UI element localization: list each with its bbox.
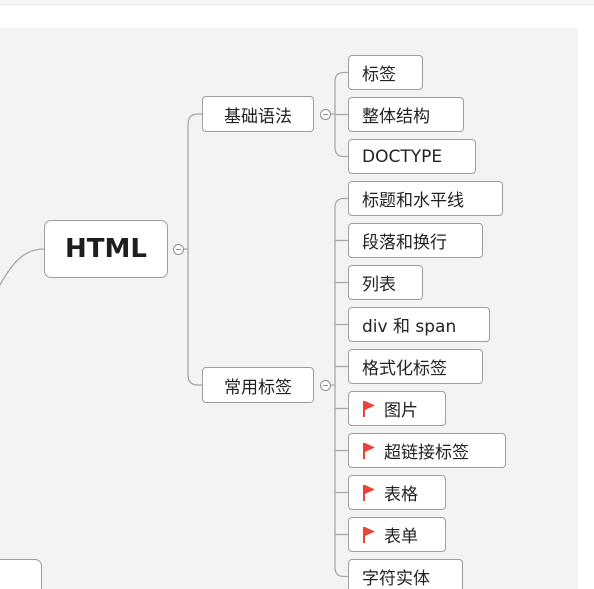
leaf-label: 列表 <box>362 275 396 295</box>
partial-offscreen-node[interactable] <box>0 559 42 589</box>
leaf-label: DOCTYPE <box>362 146 443 167</box>
leaf-node[interactable]: 表单 <box>348 517 446 552</box>
top-toolbar-strip <box>0 0 594 5</box>
root-node-html[interactable]: HTML <box>44 220 168 278</box>
leaf-node[interactable]: 字符实体 <box>348 559 463 589</box>
leaf-node[interactable]: 图片 <box>348 391 446 426</box>
leaf-node[interactable]: 格式化标签 <box>348 349 483 384</box>
connector-line <box>334 197 348 208</box>
leaf-node[interactable]: 列表 <box>348 265 423 300</box>
flag-icon <box>363 526 375 543</box>
leaf-label: 标签 <box>362 65 396 85</box>
leaf-label: div 和 span <box>362 317 457 337</box>
leaf-node[interactable]: 段落和换行 <box>348 223 483 258</box>
right-gutter <box>578 28 594 589</box>
flag-icon <box>363 400 375 417</box>
leaf-label: 图片 <box>384 401 418 421</box>
flag-icon <box>363 484 375 501</box>
branch-node[interactable]: 常用标签 <box>202 367 314 403</box>
branch-collapse-toggle[interactable] <box>319 108 331 120</box>
connector-line <box>334 71 348 82</box>
flag-icon <box>363 442 375 459</box>
leaf-label: 表单 <box>384 527 418 547</box>
leaf-label: 段落和换行 <box>362 233 447 253</box>
leaf-label: 整体结构 <box>362 107 430 127</box>
leaf-node[interactable]: div 和 span <box>348 307 490 342</box>
connector-line <box>0 248 45 287</box>
leaf-node[interactable]: 整体结构 <box>348 97 464 132</box>
connector-line <box>334 567 348 578</box>
leaf-label: 字符实体 <box>362 569 430 589</box>
branch-collapse-toggle[interactable] <box>319 379 331 391</box>
leaf-node[interactable]: 标题和水平线 <box>348 181 503 216</box>
leaf-label: 标题和水平线 <box>362 191 464 211</box>
root-collapse-toggle[interactable] <box>172 243 184 255</box>
leaf-label: 表格 <box>384 485 418 505</box>
leaf-node[interactable]: 表格 <box>348 475 446 510</box>
connector-line <box>187 113 202 125</box>
connector-line <box>334 147 348 158</box>
leaf-label: 格式化标签 <box>362 359 447 379</box>
leaf-node[interactable]: 超链接标签 <box>348 433 506 468</box>
leaf-node[interactable]: 标签 <box>348 55 423 90</box>
leaf-label: 超链接标签 <box>384 443 469 463</box>
leaf-node[interactable]: DOCTYPE <box>348 139 476 174</box>
branch-node[interactable]: 基础语法 <box>202 96 314 132</box>
connector-line <box>187 374 202 386</box>
